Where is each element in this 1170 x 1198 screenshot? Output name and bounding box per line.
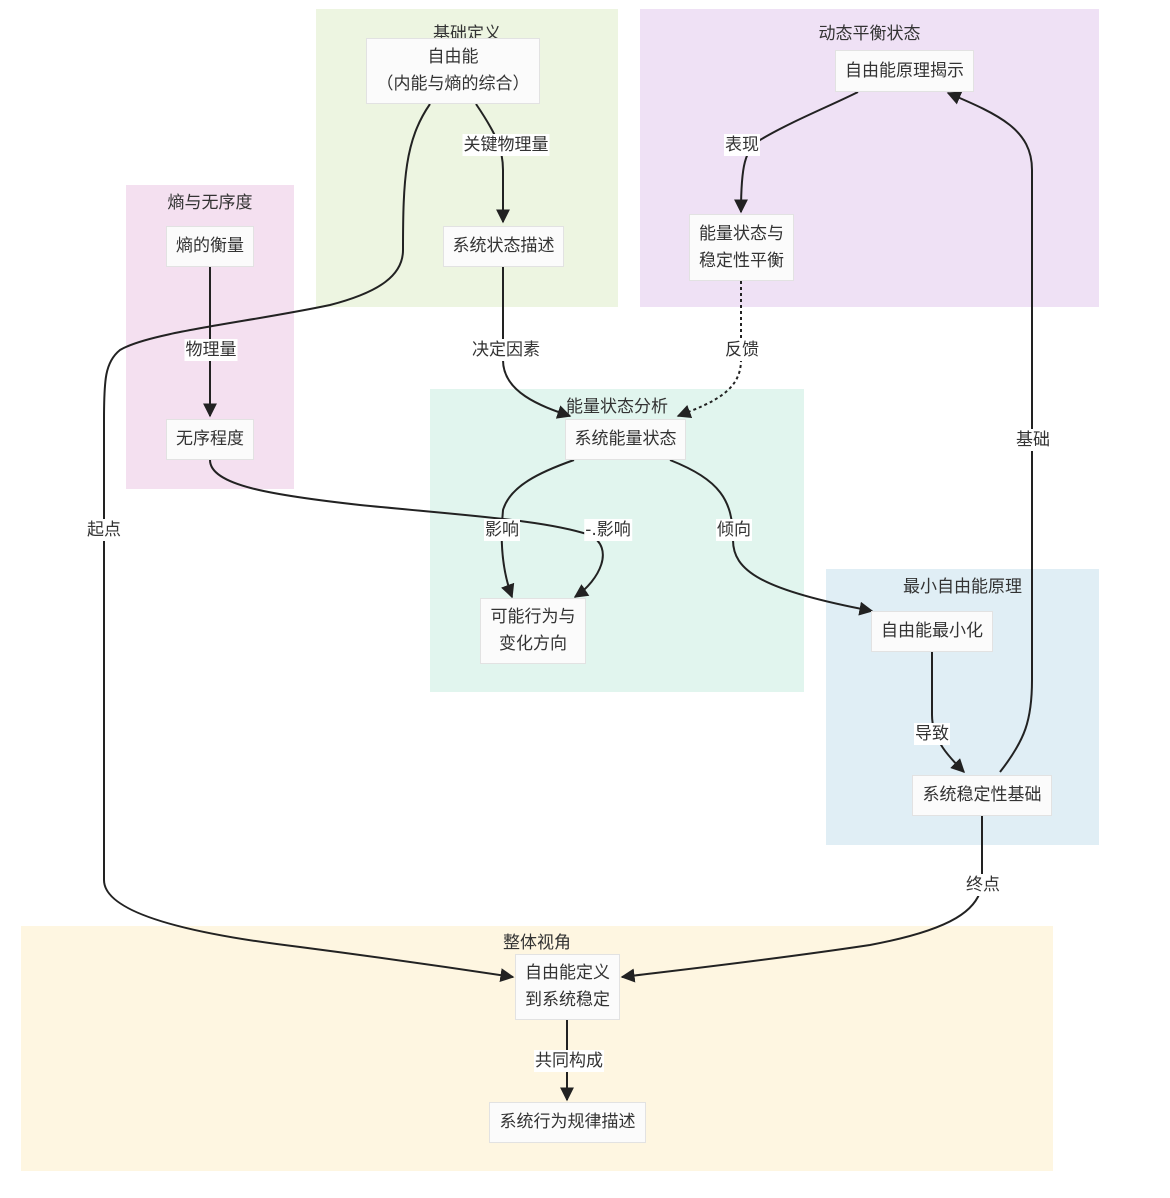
node-stability-basis[interactable]: 系统稳定性基础 (912, 775, 1052, 816)
node-label: 自由能原理揭示 (845, 60, 964, 81)
edge-free-energy-to-overall (103, 103, 515, 983)
node-def-to-stability[interactable]: 自由能定义 到系统稳定 (515, 954, 620, 1020)
node-free-energy[interactable]: 自由能 （内能与熵的综合） (366, 38, 540, 104)
node-possible-behavior[interactable]: 可能行为与 变化方向 (480, 598, 586, 664)
group-title-entropy-disorder: 熵与无序度 (167, 193, 253, 213)
group-title-overall-view: 整体视角 (503, 933, 571, 953)
edge-label-tendency: 倾向 (716, 519, 752, 541)
node-energy-stability[interactable]: 能量状态与 稳定性平衡 (689, 214, 794, 281)
edge-energy-to-min (669, 459, 874, 616)
edge-label-foundation: 基础 (1015, 429, 1051, 451)
node-disorder-degree[interactable]: 无序程度 (166, 419, 254, 460)
node-label: 系统能量状态 (574, 429, 677, 449)
node-principle-reveal[interactable]: 自由能原理揭示 (835, 50, 974, 92)
edge-basis-to-overall (620, 816, 983, 983)
edge-label-key-quantity: 关键物理量 (462, 134, 550, 156)
node-label: 熵的衡量 (176, 236, 244, 256)
node-system-energy-state[interactable]: 系统能量状态 (565, 419, 686, 460)
edge-energy-to-behavior (500, 459, 575, 599)
group-title-dynamic-balance: 动态平衡状态 (818, 24, 921, 44)
edge-label-start-point: 起点 (86, 519, 122, 541)
edge-label-physical-quantity: 物理量 (184, 339, 238, 361)
node-label: 自由能 （内能与熵的综合） (376, 47, 530, 94)
edge-label-leads-to: 导致 (914, 723, 950, 745)
node-label: 自由能最小化 (881, 621, 983, 641)
edge-basis-to-principle (946, 91, 1033, 773)
node-label: 系统稳定性基础 (922, 785, 1042, 805)
node-label: 系统状态描述 (452, 236, 555, 256)
group-title-energy-analysis: 能量状态分析 (566, 397, 668, 417)
edge-label-determinant: 决定因素 (471, 339, 541, 361)
node-free-energy-min[interactable]: 自由能最小化 (871, 611, 993, 652)
edge-label-co-constitute: 共同构成 (534, 1050, 604, 1072)
edge-principle-to-stability (734, 91, 859, 214)
edge-label-influence: 影响 (484, 519, 520, 541)
edge-label-feedback: 反馈 (724, 339, 760, 361)
edge-stability-feedback (676, 281, 742, 419)
edge-label-influence-dashed: -.影响 (584, 519, 632, 541)
group-title-min-free-energy: 最小自由能原理 (903, 577, 1022, 597)
node-label: 系统行为规律描述 (499, 1112, 636, 1132)
node-label: 能量状态与 稳定性平衡 (699, 223, 784, 271)
node-label: 无序程度 (176, 429, 244, 449)
edge-disorder-to-behavior (209, 459, 604, 598)
node-behavior-law[interactable]: 系统行为规律描述 (489, 1102, 646, 1143)
edge-min-to-basis (931, 652, 965, 773)
edge-label-manifest: 表现 (724, 134, 760, 156)
edge-label-end-point: 终点 (965, 874, 1001, 896)
node-label: 可能行为与 变化方向 (490, 607, 576, 654)
edge-free-energy-to-state-desc (475, 103, 510, 224)
node-entropy-measure[interactable]: 熵的衡量 (166, 226, 254, 267)
node-system-state-desc[interactable]: 系统状态描述 (443, 226, 564, 267)
node-label: 自由能定义 到系统稳定 (525, 963, 610, 1010)
edge-state-desc-to-energy-state (502, 267, 572, 419)
